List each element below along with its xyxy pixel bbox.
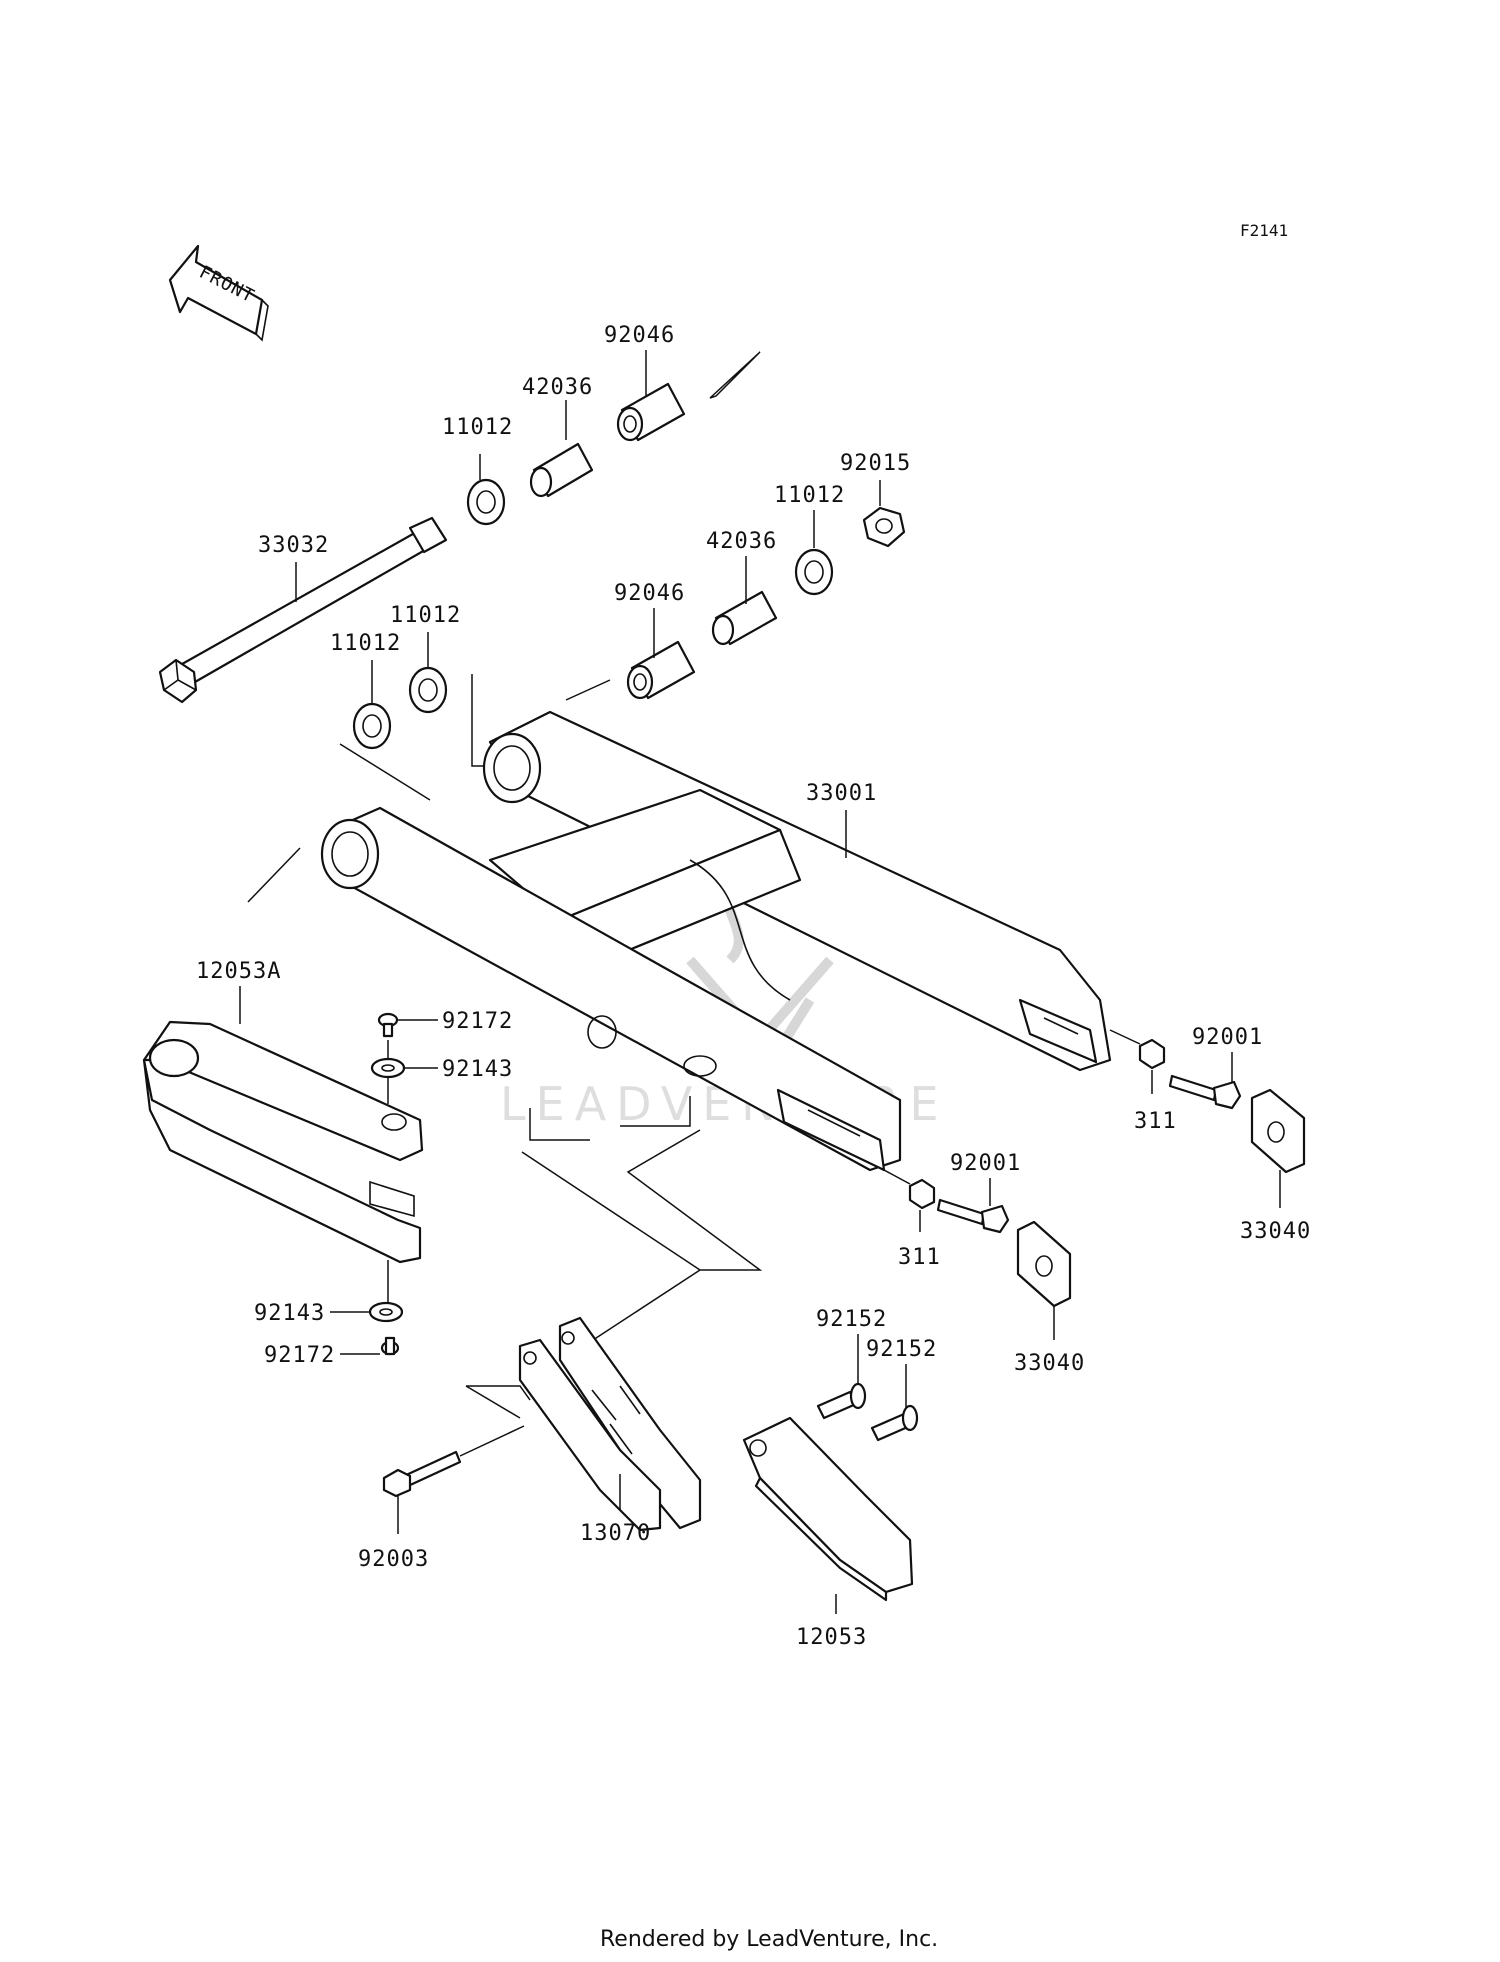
- needle-bearing-92046-top: [616, 382, 686, 442]
- axis-guide-line: [1109, 1029, 1141, 1045]
- part-label-92046-top: 92046: [604, 323, 675, 348]
- swingarm-33001: [320, 710, 1112, 1172]
- screw-92172-bot: [380, 1336, 400, 1356]
- pivot-collar-11012-left-b: [408, 666, 448, 714]
- part-label-311-right: 311: [1134, 1109, 1177, 1134]
- pivot-shaft-33032: [158, 516, 448, 704]
- part-label-92152-b: 92152: [866, 1337, 937, 1362]
- chain-slider-12053A: [142, 1020, 424, 1264]
- collar-92152-b: [870, 1404, 919, 1442]
- part-label-92172-bot: 92172: [264, 1343, 335, 1368]
- chain-adjuster-33040-mid: [1016, 1220, 1072, 1308]
- part-label-42036-top: 42036: [522, 375, 593, 400]
- axis-guide-lines: [247, 674, 611, 903]
- part-label-33040-mid: 33040: [1014, 1351, 1085, 1376]
- diagram-code: F2141: [1240, 221, 1288, 240]
- screw-92172-top: [377, 1012, 399, 1038]
- pivot-collar-11012-right: [794, 548, 834, 596]
- part-label-12053A: 12053A: [196, 959, 281, 984]
- bolt-92003: [382, 1450, 462, 1498]
- part-label-92152-a: 92152: [816, 1307, 887, 1332]
- chain-adjuster-33040-right: [1250, 1088, 1306, 1174]
- pivot-collar-11012-top: [466, 478, 506, 526]
- axis-guide-line: [883, 1169, 911, 1185]
- part-label-92001-mid: 92001: [950, 1151, 1021, 1176]
- guide-mount-lines: [529, 1096, 691, 1141]
- bolt-92001-right: [1168, 1074, 1242, 1110]
- part-label-33032: 33032: [258, 533, 329, 558]
- part-label-92143-top: 92143: [442, 1057, 513, 1082]
- part-label-92172-top: 92172: [442, 1009, 513, 1034]
- collar-92152-a: [816, 1382, 867, 1420]
- axis-guide-line: [709, 351, 761, 399]
- nut-311-right: [1138, 1038, 1166, 1070]
- nut-92015: [862, 506, 906, 548]
- render-credit: Rendered by LeadVenture, Inc.: [600, 1927, 938, 1952]
- part-label-92143-bot: 92143: [254, 1301, 325, 1326]
- washer-92143-top: [370, 1057, 406, 1079]
- part-label-311-mid: 311: [898, 1245, 941, 1270]
- guide-bolt-axis: [465, 1385, 531, 1419]
- label-leaders: [239, 350, 1281, 1614]
- nut-311-mid: [908, 1178, 936, 1210]
- chain-guide-13070: [518, 1316, 702, 1532]
- part-label-42036-mid: 42036: [706, 529, 777, 554]
- part-label-11012-top: 11012: [442, 415, 513, 440]
- part-label-92046-mid: 92046: [614, 581, 685, 606]
- part-label-92001-right: 92001: [1192, 1025, 1263, 1050]
- pivot-sleeve-42036-top: [529, 442, 594, 498]
- guide-bolt-line: [459, 1425, 525, 1457]
- pivot-sleeve-42036-mid: [711, 590, 778, 646]
- pivot-collar-11012-left-a: [352, 702, 392, 750]
- washer-92143-bot: [368, 1301, 404, 1323]
- part-label-11012-left-a: 11012: [330, 631, 401, 656]
- front-arrow-icon: FRONT: [168, 244, 269, 342]
- part-label-12053: 12053: [796, 1625, 867, 1650]
- part-label-11012-right: 11012: [774, 483, 845, 508]
- part-label-33040-right: 33040: [1240, 1219, 1311, 1244]
- part-label-11012-left-b: 11012: [390, 603, 461, 628]
- bolt-92001-mid: [936, 1198, 1010, 1234]
- chain-guide-12053: [742, 1416, 914, 1602]
- part-label-33001: 33001: [806, 781, 877, 806]
- part-label-92003: 92003: [358, 1547, 429, 1572]
- guide-mount-path: [521, 1129, 763, 1343]
- part-label-13070: 13070: [580, 1521, 651, 1546]
- part-label-92015: 92015: [840, 451, 911, 476]
- needle-bearing-92046-mid: [626, 640, 696, 700]
